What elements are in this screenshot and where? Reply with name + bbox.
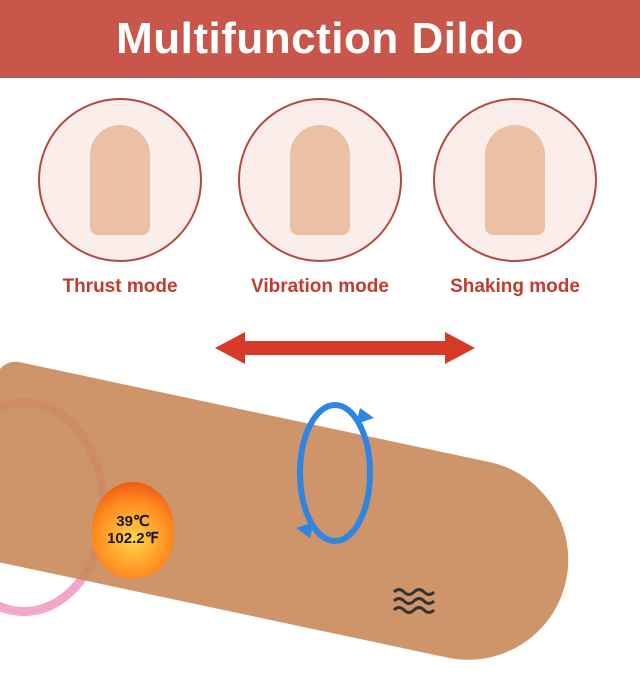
- title-banner: Multifunction Dildo: [0, 0, 640, 78]
- mode-shaking-label: Shaking mode: [450, 276, 580, 297]
- product-silhouette: [290, 125, 350, 235]
- mode-thrust-illustration: [38, 98, 202, 262]
- product-showcase: 39℃ 102.2℉: [0, 318, 640, 678]
- mode-vibration-illustration: [238, 98, 402, 262]
- mode-vibration-label: Vibration mode: [251, 276, 389, 297]
- banner-title: Multifunction Dildo: [116, 14, 524, 63]
- mode-thrust: Thrust mode: [35, 98, 205, 298]
- mode-thrust-label: Thrust mode: [62, 276, 178, 297]
- mode-shaking-illustration: [433, 98, 597, 262]
- product-silhouette: [485, 125, 545, 235]
- product-silhouette: [90, 125, 150, 235]
- rotation-icon: [296, 402, 374, 544]
- heat-fahrenheit: 102.2℉: [107, 530, 159, 547]
- heat-celsius: 39℃: [116, 513, 150, 530]
- double-arrow-icon: [215, 332, 475, 364]
- heat-badge: 39℃ 102.2℉: [92, 482, 174, 578]
- vibration-wave-icon: [392, 588, 436, 614]
- mode-shaking: Shaking mode: [430, 98, 600, 298]
- mode-vibration: Vibration mode: [235, 98, 405, 298]
